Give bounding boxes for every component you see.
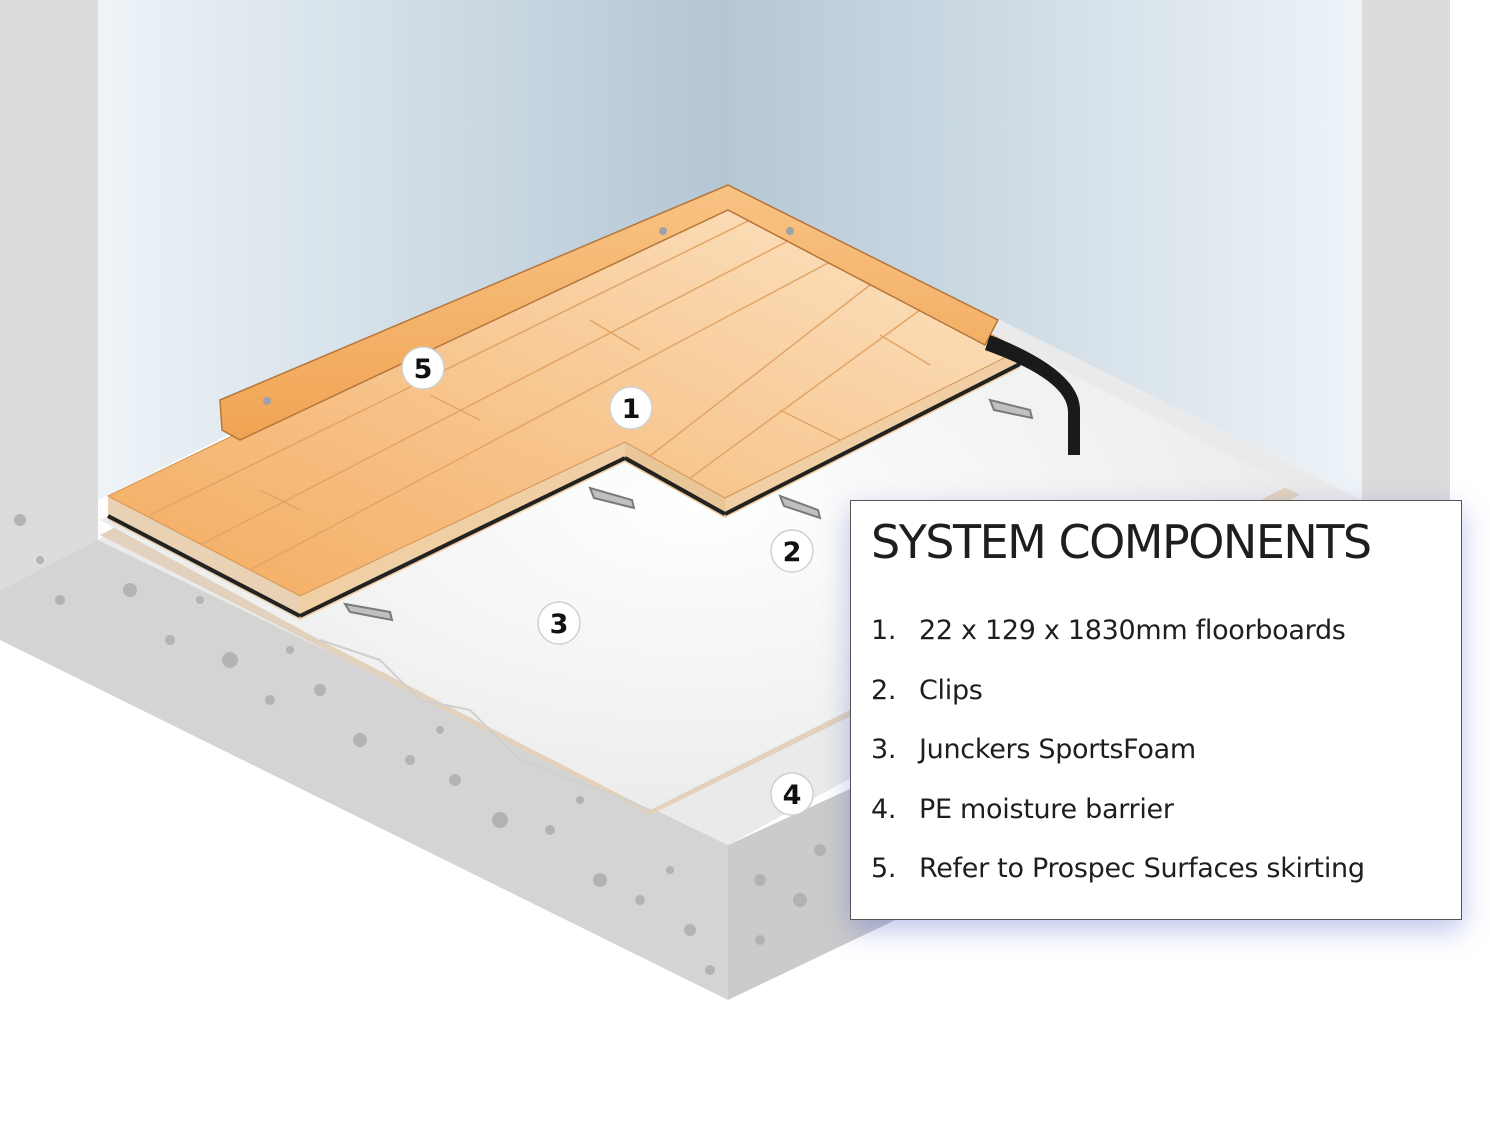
legend-list: 1.22 x 129 x 1830mm floorboards 2.Clips … <box>871 615 1365 913</box>
marker-circle <box>401 346 445 390</box>
legend-item-label: Junckers SportsFoam <box>919 734 1196 765</box>
legend-item-label: Clips <box>919 674 983 706</box>
marker-1: 1 <box>609 386 653 430</box>
legend-item-label: 22 x 129 x 1830mm floorboards <box>919 615 1346 646</box>
legend-title: SYSTEM COMPONENTS <box>871 515 1372 569</box>
legend-item-number: 4. <box>871 793 897 825</box>
marker-5: 5 <box>401 346 445 390</box>
marker-label: 1 <box>622 394 641 425</box>
legend-item-number: 5. <box>871 853 897 884</box>
clips <box>342 398 1034 622</box>
marker-4: 4 <box>770 772 814 816</box>
skirting-board <box>219 184 1000 441</box>
marker-label: 2 <box>783 537 802 568</box>
legend-item: 5. Refer to Prospec Surfaces skirting <box>871 853 1365 913</box>
legend-item: 4. PE moisture barrier <box>871 794 1365 854</box>
marker-label: 3 <box>550 609 569 640</box>
legend-item-number: 3. <box>871 734 897 765</box>
legend-item-label: Refer to Prospec Surfaces skirting <box>919 853 1365 884</box>
legend-item-number: 2. <box>871 674 897 706</box>
marker-circle <box>770 529 814 573</box>
legend-item-label: PE moisture barrier <box>919 793 1174 825</box>
marker-label: 5 <box>414 354 433 385</box>
marker-circle <box>537 601 581 645</box>
marker-label: 4 <box>783 780 802 811</box>
legend-item: 1. 22 x 129 x 1830mm floorboards <box>871 615 1365 675</box>
legend-item: 3. Junckers SportsFoam <box>871 734 1365 794</box>
wall-structure <box>0 0 1450 590</box>
marker-circle <box>609 386 653 430</box>
edge-profile <box>985 335 1080 455</box>
legend-item: 2. Clips <box>871 675 1365 735</box>
markers: 1 2 3 4 5 <box>401 346 814 816</box>
floorboard-deck <box>106 189 1022 620</box>
system-components-legend: SYSTEM COMPONENTS 1. 22 x 129 x 1830mm fl… <box>850 500 1462 920</box>
marker-2: 2 <box>770 529 814 573</box>
marker-3: 3 <box>537 601 581 645</box>
marker-circle <box>770 772 814 816</box>
legend-item-number: 1. <box>871 615 897 646</box>
